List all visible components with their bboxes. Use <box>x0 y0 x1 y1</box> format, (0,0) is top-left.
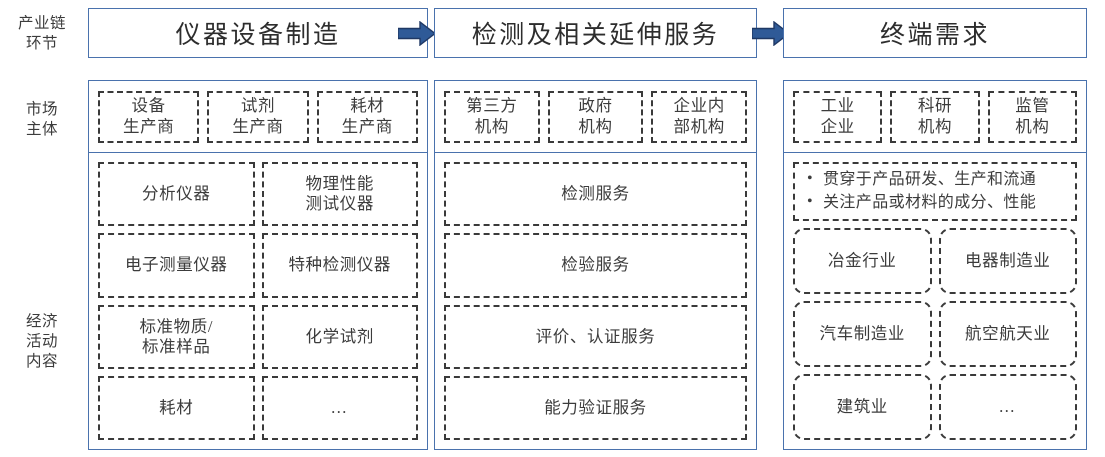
stage-header-title: 仪器设备制造 <box>175 22 341 49</box>
economic-activity-chip: 电器制造业 <box>938 228 1077 295</box>
row-label-economic-activity: 经济活动内容 <box>25 313 58 370</box>
economic-activity-row: 冶金行业电器制造业 <box>793 228 1077 295</box>
economic-activity-row: 评价、认证服务 <box>444 304 747 369</box>
economic-activity-group: 检测服务检验服务评价、认证服务能力验证服务 <box>435 153 756 449</box>
economic-activity-row: 检测服务 <box>444 162 747 227</box>
market-subject-chip: 第三方机构 <box>444 90 540 143</box>
economic-activity-row: 检验服务 <box>444 233 747 298</box>
economic-activity-chip: 汽车制造业 <box>793 301 932 368</box>
economic-activity-chip: 能力验证服务 <box>444 375 747 440</box>
market-subject-chip: 工业企业 <box>793 90 883 143</box>
stage-header-instrument-manufacturing: 仪器设备制造 <box>88 8 428 58</box>
market-subject-chip: 耗材生产商 <box>316 90 418 143</box>
stage-panel-instrument-manufacturing: 设备生产商试剂生产商耗材生产商 分析仪器物理性能测试仪器电子测量仪器特种检测仪器… <box>88 80 428 450</box>
economic-activity-bullet-box: 贯穿于产品研发、生产和流通关注产品或材料的成分、性能 <box>793 162 1077 222</box>
market-subject-chip: 企业内部机构 <box>651 90 748 143</box>
row-label-industry-chain: 产业链环节 <box>17 15 66 52</box>
economic-activity-chip: 电子测量仪器 <box>98 233 255 298</box>
economic-activity-row: 建筑业… <box>793 374 1077 441</box>
market-subject-group: 设备生产商试剂生产商耗材生产商 <box>89 81 427 153</box>
chip-ellipsis: … <box>938 374 1077 441</box>
economic-activity-chip: 检测服务 <box>444 162 747 227</box>
economic-activity-chip: 冶金行业 <box>793 228 932 295</box>
chip-ellipsis: … <box>261 375 418 440</box>
economic-activity-chip: 建筑业 <box>793 374 932 441</box>
economic-activity-group: 贯穿于产品研发、生产和流通关注产品或材料的成分、性能冶金行业电器制造业汽车制造业… <box>784 153 1086 449</box>
economic-activity-group: 分析仪器物理性能测试仪器电子测量仪器特种检测仪器标准物质/标准样品化学试剂耗材… <box>89 153 427 449</box>
economic-activity-row: 耗材… <box>98 375 418 440</box>
stage-header-end-demand: 终端需求 <box>783 8 1087 58</box>
economic-activity-row: 分析仪器物理性能测试仪器 <box>98 162 418 227</box>
economic-activity-chip: 特种检测仪器 <box>261 233 418 298</box>
economic-activity-row: 能力验证服务 <box>444 375 747 440</box>
economic-activity-chip: 标准物质/标准样品 <box>98 304 255 369</box>
bullet-item: 贯穿于产品研发、生产和流通 <box>807 168 1069 192</box>
economic-activity-chip: 航空航天业 <box>938 301 1077 368</box>
economic-activity-chip: 耗材 <box>98 375 255 440</box>
economic-activity-chip: 分析仪器 <box>98 162 255 227</box>
market-subject-chip: 科研机构 <box>890 90 980 143</box>
market-subject-group: 工业企业科研机构监管机构 <box>784 81 1086 153</box>
market-subject-chip: 试剂生产商 <box>207 90 309 143</box>
economic-activity-row: 标准物质/标准样品化学试剂 <box>98 304 418 369</box>
economic-activity-row: 电子测量仪器特种检测仪器 <box>98 233 418 298</box>
stage-header-title: 终端需求 <box>879 22 990 49</box>
economic-activity-chip: 评价、认证服务 <box>444 304 747 369</box>
market-subject-chip: 设备生产商 <box>98 90 200 143</box>
market-subject-chip: 监管机构 <box>987 90 1077 143</box>
stage-header-title: 检测及相关延伸服务 <box>471 22 720 49</box>
row-label-market-subject: 市场主体 <box>25 101 58 138</box>
market-subject-group: 第三方机构政府机构企业内部机构 <box>435 81 756 153</box>
economic-activity-chip: 检验服务 <box>444 233 747 298</box>
economic-activity-row: 汽车制造业航空航天业 <box>793 301 1077 368</box>
economic-activity-chip: 化学试剂 <box>261 304 418 369</box>
arrow-stage1-to-stage2 <box>397 20 437 47</box>
market-subject-chip: 政府机构 <box>547 90 644 143</box>
bullet-item: 关注产品或材料的成分、性能 <box>807 191 1069 215</box>
stage-panel-testing-services: 第三方机构政府机构企业内部机构 检测服务检验服务评价、认证服务能力验证服务 <box>434 80 757 450</box>
arrow-stage2-to-stage3 <box>751 20 791 47</box>
stage-header-testing-services: 检测及相关延伸服务 <box>434 8 757 58</box>
economic-activity-chip: 物理性能测试仪器 <box>261 162 418 227</box>
